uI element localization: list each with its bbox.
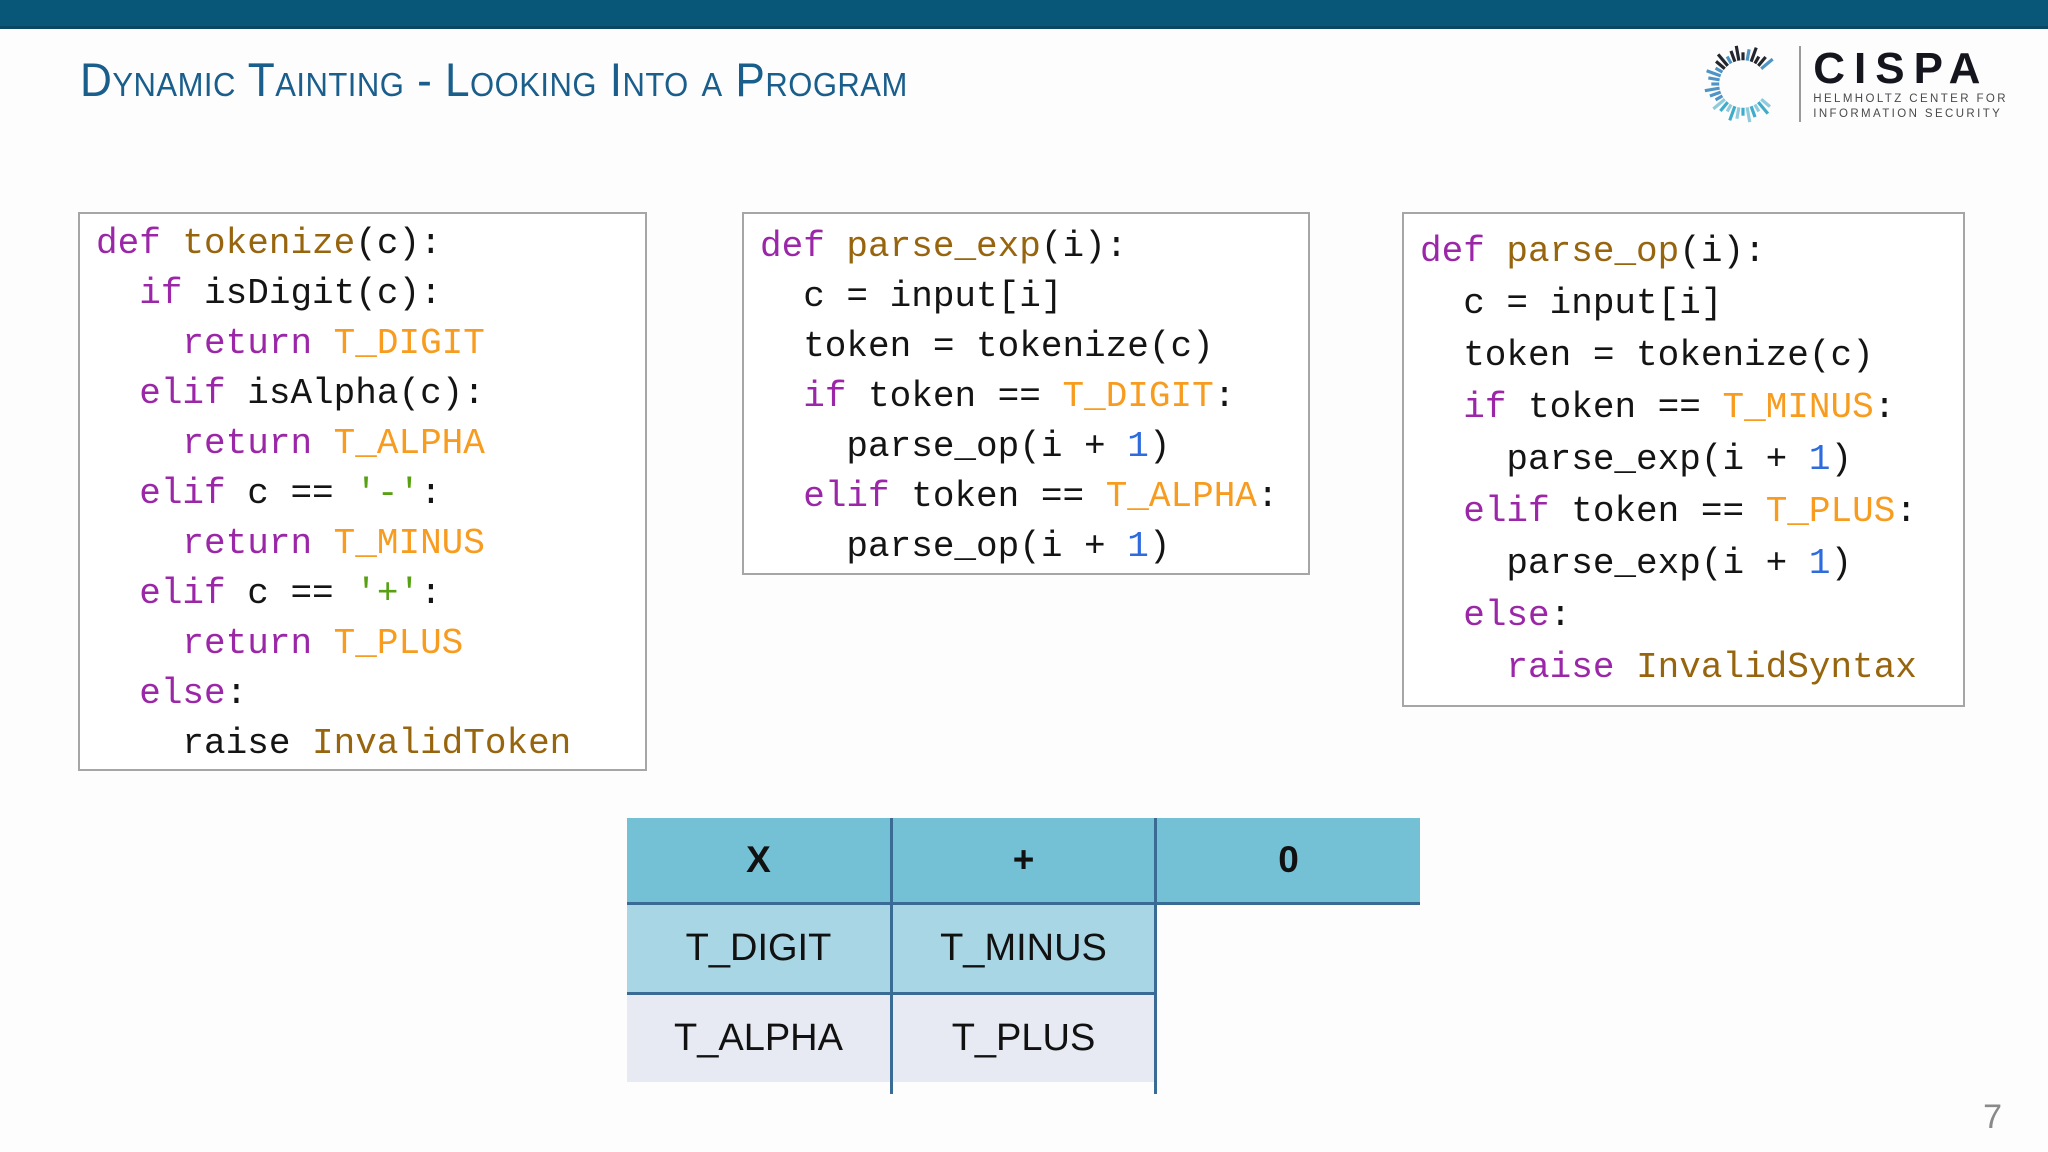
code-box-parse-exp: def parse_exp(i): c = input[i] token = t… [742,212,1310,575]
code-line: parse_op(i + 1) [760,526,1171,567]
code-line: return T_DIGIT [182,323,485,364]
code-box-tokenize: def tokenize(c): if isDigit(c): return T… [78,212,647,771]
code-line: raise InvalidToken [96,723,572,764]
cispa-logo: CISPA HELMHOLTZ CENTER FOR INFORMATION S… [1699,40,2008,128]
code-line: else: [139,673,248,714]
table-header-cell: X [627,818,893,905]
table-header-row: X + 0 [627,818,1420,905]
code-line: c = input[i] [1420,283,1723,324]
code-line: token = tokenize(c) [1420,335,1874,376]
table-row: T_DIGIT T_MINUS [627,905,1420,995]
code-line: parse_op(i + 1) [760,426,1171,467]
page-title: Dynamic Tainting - Looking Into a Progra… [80,53,908,106]
code-line: return T_ALPHA [182,423,485,464]
logo-divider [1799,46,1802,122]
code-line: elif isAlpha(c): [139,373,485,414]
table-cell: T_ALPHA [627,995,893,1082]
code-line: elif c == '-': [139,473,442,514]
code-line: return T_PLUS [182,623,464,664]
table-row: T_ALPHA T_PLUS [627,995,1420,1082]
code-box-parse-op: def parse_op(i): c = input[i] token = to… [1402,212,1965,707]
table-cell: T_PLUS [893,995,1157,1082]
code-line: return T_MINUS [182,523,485,564]
code-line: def tokenize(c): [96,223,442,264]
code-line: elif c == '+': [139,573,442,614]
table-cell: T_DIGIT [627,905,893,995]
logo-subtitle-line2: INFORMATION SECURITY [1813,108,2003,120]
logo-brand: CISPA [1813,44,1990,93]
code-line: token = tokenize(c) [760,326,1214,367]
code-line: def parse_op(i): [1420,231,1766,272]
code-line: elif token == T_ALPHA: [803,476,1279,517]
table-header-cell: 0 [1157,818,1420,905]
table-cell: T_MINUS [893,905,1157,995]
top-accent-bar [0,0,2048,29]
code-line: else: [1463,595,1572,636]
table-gridline-extension [1154,1082,1157,1094]
cispa-logo-icon [1699,40,1787,128]
code-line: parse_exp(i + 1) [1420,543,1853,584]
code-line: def parse_exp(i): [760,226,1128,267]
code-line: if token == T_DIGIT: [803,376,1236,417]
code-line: if isDigit(c): [139,273,442,314]
code-line: parse_exp(i + 1) [1420,439,1853,480]
code-line: raise InvalidSyntax [1506,647,1917,688]
table-header-cell: + [893,818,1157,905]
code-line: elif token == T_PLUS: [1463,491,1917,532]
page-number: 7 [1983,1098,2002,1136]
code-line: if token == T_MINUS: [1463,387,1896,428]
code-line: c = input[i] [760,276,1063,317]
table-gridline-extension [890,1082,893,1094]
logo-text: CISPA HELMHOLTZ CENTER FOR INFORMATION S… [1813,46,2008,122]
logo-subtitle-line1: HELMHOLTZ CENTER FOR [1813,93,2008,105]
token-table: X + 0 T_DIGIT T_MINUS T_ALPHA T_PLUS [627,818,1420,1082]
